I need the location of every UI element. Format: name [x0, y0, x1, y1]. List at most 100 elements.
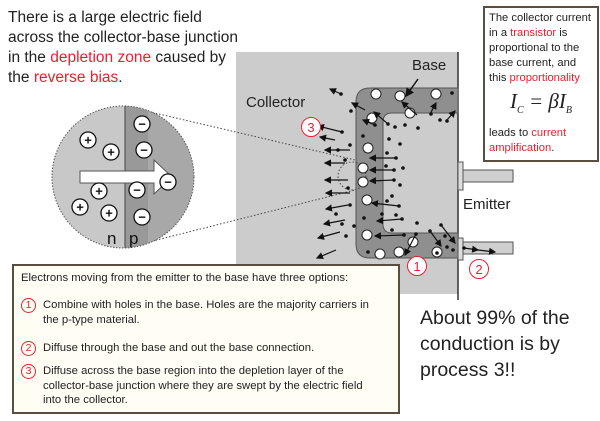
hole-icon: [361, 229, 373, 241]
electron-dot: [352, 224, 356, 228]
terminal-tab: [457, 161, 464, 191]
option-item: 1 Combine with holes in the base. Holes a…: [21, 298, 383, 327]
electron-dot: [348, 203, 352, 207]
ion-circle: [71, 198, 89, 216]
zoom-guide-line: [124, 189, 356, 249]
electron-motion-arrow: [350, 102, 366, 111]
hole-icon: [430, 88, 442, 100]
electron-dot: [398, 183, 402, 187]
ion-sign: +: [107, 145, 115, 160]
hole-icon: [393, 246, 405, 258]
ion-circle: [102, 143, 120, 161]
electron-motion-arrow: [318, 134, 336, 142]
emitter-terminal: [459, 169, 514, 183]
formula-sub-b: B: [565, 105, 572, 117]
electron-motion-arrow: [370, 200, 400, 208]
current-gain-formula: IC = βIB: [489, 86, 593, 126]
electron-dot: [394, 213, 398, 217]
electron-motion-arrow: [429, 101, 437, 115]
zoom-guide-line: [124, 105, 356, 161]
base-pointer-arrow: [405, 78, 419, 98]
collector-label: Collector: [246, 94, 306, 111]
hole-icon: [370, 88, 382, 100]
hole-icon: [357, 176, 369, 188]
ion-sign: −: [140, 143, 148, 158]
hole-icon: [361, 194, 373, 206]
electron-dot: [401, 166, 405, 170]
ion-sign: +: [95, 184, 103, 199]
caption-text: .: [118, 69, 123, 86]
caption-text: There is a large electric field across t…: [8, 9, 239, 66]
ion-circle: [133, 208, 151, 226]
option-number: 2: [21, 341, 36, 356]
electron-motion-arrow: [316, 231, 341, 240]
hole-icon: [394, 90, 406, 102]
ion-sign: −: [133, 183, 141, 198]
electron-dot: [403, 123, 407, 127]
electron-motion-arrow: [404, 233, 417, 257]
proportionality-highlight: proportionality: [509, 72, 580, 84]
electron-dot: [380, 212, 384, 216]
electron-motion-arrow: [440, 224, 456, 244]
ion-sign: +: [84, 133, 92, 148]
electron-dot: [334, 212, 338, 216]
electron-motion-arrow: [328, 88, 342, 95]
electron-motion-arrow: [373, 111, 389, 125]
electron-icon: −: [128, 181, 146, 199]
conclusion-text: About 99% of the conduction is by proces…: [420, 307, 570, 381]
electron-dot: [344, 234, 348, 238]
electron-motion-arrow: [429, 230, 442, 247]
emitter-label: Emitter: [463, 196, 511, 213]
ion-sign: +: [76, 200, 84, 215]
box-text: leads to: [489, 127, 532, 140]
hole-icon: [362, 142, 374, 154]
positive-ion-icon: +: [102, 143, 120, 161]
electron-motion-arrow: [477, 247, 497, 255]
positive-ion-icon: +: [71, 198, 89, 216]
ion-circle: [79, 131, 97, 149]
electron-dot: [384, 164, 388, 168]
electron-dot: [390, 228, 394, 232]
option-number: 1: [21, 298, 36, 313]
formula-beta-ib: = βI: [523, 89, 566, 113]
option-text: Combine with holes in the base. Holes ar…: [43, 299, 369, 326]
electron-dot: [450, 91, 454, 95]
ion-sign: −: [138, 117, 146, 132]
ion-sign: −: [164, 175, 172, 190]
electron-dot: [346, 186, 350, 190]
formula-ic: I: [510, 89, 518, 113]
electron-dot: [349, 109, 353, 113]
proportionality-box: The collector current in a transistor is…: [483, 6, 599, 162]
electron-motion-arrow: [375, 216, 403, 225]
terminal-tab: [457, 237, 464, 261]
electron-dot: [362, 216, 366, 220]
amplification-highlight: current amplification: [489, 127, 567, 155]
ion-circle: [100, 204, 118, 222]
electron-dot: [393, 125, 397, 129]
ion-circle: [159, 173, 177, 191]
options-box: Electrons moving from the emitter to the…: [12, 264, 400, 414]
electron-dot: [416, 126, 420, 130]
ion-circle: [90, 182, 108, 200]
electron-motion-arrow: [324, 204, 349, 212]
electron-motion-arrow: [373, 232, 405, 240]
electron-motion-arrow: [315, 249, 337, 259]
ion-sign: −: [138, 210, 146, 225]
option-text: Diffuse across the base region into the …: [43, 365, 363, 406]
electron-dot: [348, 143, 352, 147]
electron-dot: [438, 118, 442, 122]
electron-dot: [366, 250, 370, 254]
electron-dot: [385, 199, 389, 203]
formula-sub-c: C: [517, 105, 524, 117]
depletion-zone-highlight: depletion zone: [50, 49, 152, 66]
marker-1: 1: [407, 256, 427, 276]
n-label: n: [107, 229, 116, 248]
ion-sign: +: [105, 206, 113, 221]
electron-motion-arrow: [316, 123, 343, 133]
electron-motion-arrow: [322, 219, 346, 227]
depletion-zone-caption: There is a large electric field across t…: [8, 8, 248, 88]
box-text: .: [551, 142, 555, 155]
